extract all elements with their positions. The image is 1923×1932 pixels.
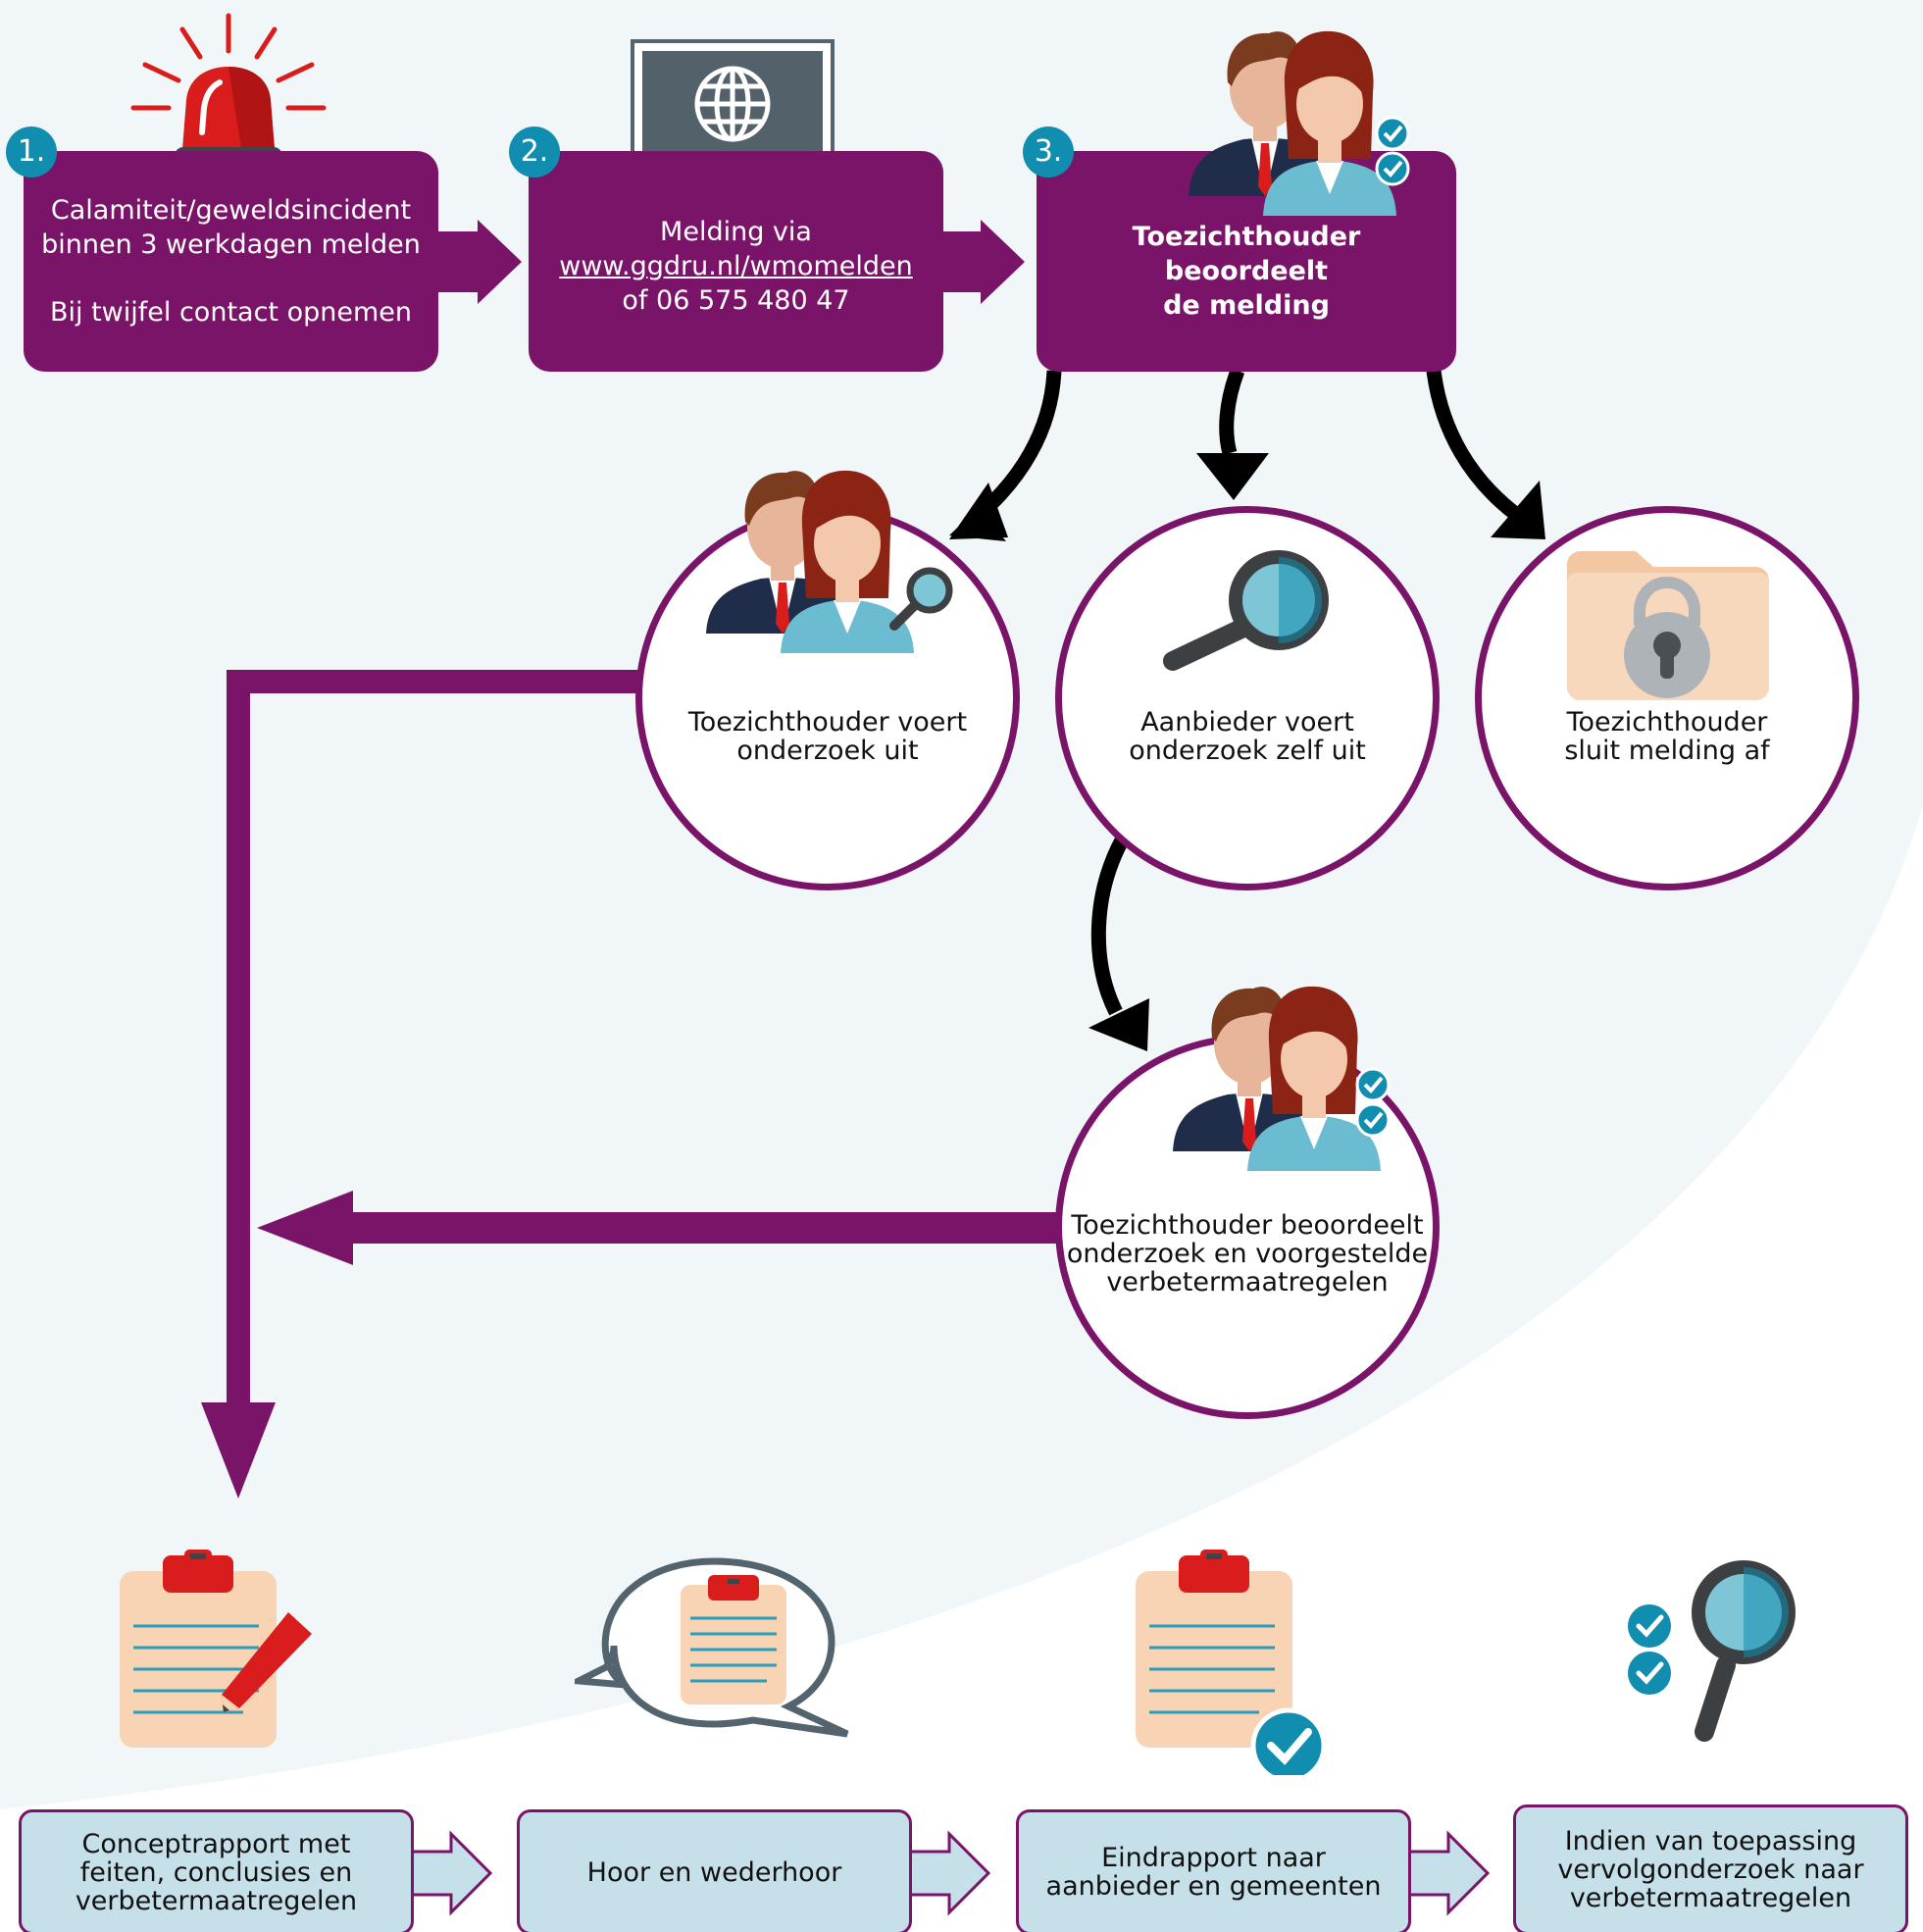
step1-box: Calamiteit/geweldsincident binnen 3 werk… xyxy=(24,151,438,372)
final4-line3: verbetermaatregelen xyxy=(1569,1883,1852,1913)
final3-box: Eindrapport naar aanbieder en gemeenten xyxy=(1016,1809,1411,1932)
arrow-to-outcome2 xyxy=(1219,368,1245,455)
inspectors-magnifier-icon xyxy=(706,470,953,653)
outcome3-label: Toezichthouder sluit melding af xyxy=(1506,708,1828,765)
review-label: Toezichthouder beoordeelt onderzoek en v… xyxy=(1059,1211,1436,1296)
final4-box: Indien van toepassing vervolgonderzoek n… xyxy=(1513,1805,1908,1932)
outcome1-line2: onderzoek uit xyxy=(736,736,919,766)
inspectors-check-icon xyxy=(1173,986,1391,1171)
outcome2-line1: Aanbieder voert xyxy=(1140,707,1354,737)
arrow-to-review xyxy=(1090,835,1130,1016)
final1-line1: Conceptrapport met xyxy=(81,1828,351,1859)
step3-line1: Toezichthouder beoordeelt xyxy=(1132,222,1361,286)
step2-link[interactable]: www.ggdru.nl/wmomelden xyxy=(559,251,913,281)
review-line3: verbetermaatregelen xyxy=(1106,1267,1389,1297)
step1-line3: Bij twijfel contact opnemen xyxy=(49,297,412,328)
outcome1-line1: Toezichthouder voert xyxy=(687,707,968,737)
arrow-down-to-concept xyxy=(201,1402,276,1499)
inspectors-check-icon xyxy=(1189,30,1410,216)
locked-folder-icon xyxy=(1567,551,1769,700)
step3-number: 3. xyxy=(1023,127,1074,178)
magnifier-checks-icon xyxy=(1628,1560,1796,1742)
arrow-to-outcome3 xyxy=(1426,370,1523,522)
step2-line3: of 06 575 480 47 xyxy=(622,285,850,316)
arrow-final3-to-final4 xyxy=(1407,1830,1491,1916)
review-line2: onderzoek en voorgestelde xyxy=(1066,1239,1429,1269)
final4-line2: vervolgonderzoek naar xyxy=(1557,1855,1864,1885)
siren-icon xyxy=(130,13,327,165)
step2-number: 2. xyxy=(509,127,560,178)
background-wave xyxy=(0,0,1923,1809)
arrow-step1-to-step2 xyxy=(438,220,522,304)
arrow-final1-to-final2 xyxy=(410,1830,493,1916)
clipboard-check-icon xyxy=(1136,1550,1327,1775)
final3-line2: aanbieder en gemeenten xyxy=(1045,1871,1382,1902)
final3-line1: Eindrapport naar xyxy=(1101,1843,1326,1873)
step2-box: Melding via www.ggdru.nl/wmomelden of 06… xyxy=(529,151,943,372)
arrow-step2-to-step3 xyxy=(943,220,1025,304)
clipboard-pencil-icon xyxy=(120,1550,312,1748)
step1-number: 1. xyxy=(6,127,57,178)
arrow-left-from-review xyxy=(257,1191,353,1265)
magnifier-icon xyxy=(1163,550,1329,671)
final2-line1: Hoor en wederhoor xyxy=(586,1856,842,1888)
final2-box: Hoor en wederhoor xyxy=(517,1809,912,1932)
step1-line2: binnen 3 werkdagen melden xyxy=(41,229,421,260)
step2-line1: Melding via xyxy=(660,217,812,247)
outcome2-line2: onderzoek zelf uit xyxy=(1129,736,1366,766)
final1-line3: verbetermaatregelen xyxy=(75,1885,358,1916)
connector-outcome1-down xyxy=(227,670,639,1402)
outcome2-label: Aanbieder voert onderzoek zelf uit xyxy=(1087,708,1408,765)
arrow-final2-to-final3 xyxy=(908,1830,991,1916)
step3-line2: de melding xyxy=(1163,290,1330,321)
final1-line2: feiten, conclusies en xyxy=(79,1856,353,1888)
outcome1-label: Toezichthouder voert onderzoek uit xyxy=(667,708,988,765)
outcome3-line1: Toezichthouder xyxy=(1566,707,1768,737)
step1-line1: Calamiteit/geweldsincident xyxy=(50,195,412,226)
review-line1: Toezichthouder beoordeelt xyxy=(1071,1210,1424,1241)
outcome3-line2: sluit melding af xyxy=(1564,736,1770,766)
final4-line1: Indien van toepassing xyxy=(1564,1826,1857,1856)
final1-box: Conceptrapport met feiten, conclusies en… xyxy=(19,1809,414,1932)
clipboard-speech-icon xyxy=(575,1557,849,1738)
